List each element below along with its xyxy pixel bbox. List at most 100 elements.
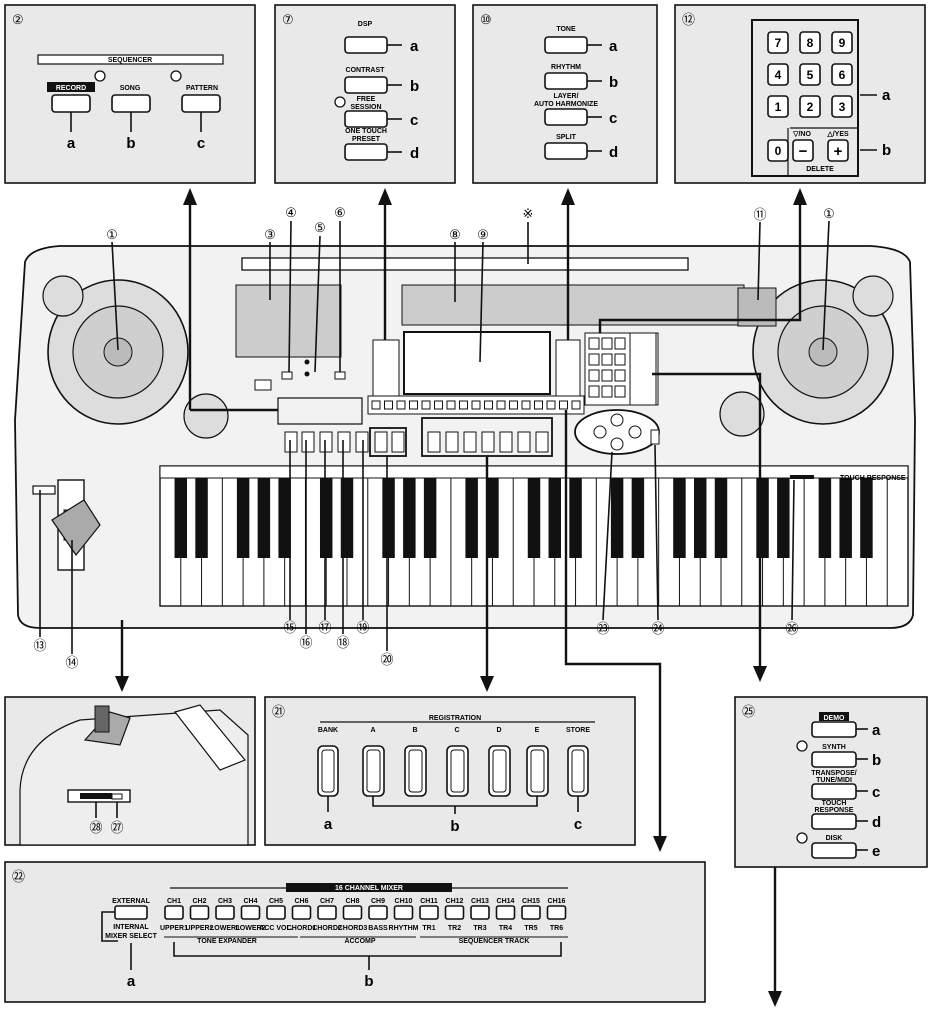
mixer-channel-button[interactable]	[342, 905, 363, 920]
black-key	[278, 478, 291, 558]
body-keypad-key	[614, 337, 626, 350]
mixer-channel-button[interactable]	[317, 905, 337, 920]
registration-label-b: b	[450, 818, 459, 835]
body-lower-button	[391, 431, 405, 453]
sequencer-area	[235, 284, 342, 358]
registration-button-b[interactable]	[404, 745, 427, 797]
body-keypad-key	[588, 337, 600, 350]
keypad-key-1[interactable]	[767, 95, 789, 118]
rhythm-button[interactable]	[544, 72, 588, 90]
keypad-label-b: b	[882, 142, 891, 159]
registration-button-d[interactable]	[488, 745, 511, 797]
transpose-tune-midi-button[interactable]	[811, 783, 857, 800]
keypad-key-3[interactable]	[831, 95, 853, 118]
dsp-button[interactable]	[344, 36, 388, 54]
registration-label-c: c	[574, 816, 582, 833]
mixer-part-label: TR6	[550, 925, 563, 932]
mixer-channel-button[interactable]	[215, 905, 235, 920]
song-button[interactable]	[111, 94, 151, 113]
mixer-channel-button[interactable]	[368, 905, 388, 920]
disk-button[interactable]	[811, 842, 857, 859]
mixer-channel-button[interactable]	[164, 905, 184, 920]
free-session-button[interactable]	[344, 110, 388, 128]
mixer-channel-button[interactable]	[189, 905, 210, 920]
keypad-key-2[interactable]	[799, 95, 821, 118]
keypad-key-7[interactable]	[767, 31, 789, 54]
transpose-label-1: TRANSPOSE/	[811, 770, 857, 777]
registration-button-a[interactable]	[362, 745, 385, 797]
touch-label-2: RESPONSE	[815, 807, 854, 814]
mixer-select-button[interactable]	[114, 905, 148, 920]
layer-auto-harmonize-button[interactable]	[544, 108, 588, 126]
sequencer-label-c: c	[197, 135, 205, 152]
mixer-part-label: CHORD3	[338, 925, 368, 932]
synth-label-a: a	[872, 722, 881, 739]
marker-4: ④	[285, 205, 297, 220]
body-mixer-button	[384, 400, 393, 410]
mixer-title: 16 CHANNEL MIXER	[335, 885, 403, 892]
mixer-channel-button[interactable]	[266, 905, 286, 920]
mixer-channel-button[interactable]	[521, 905, 541, 920]
body-lower-button	[284, 431, 298, 453]
body-keypad-key	[601, 369, 613, 382]
keypad-key-4[interactable]	[767, 63, 789, 86]
one-touch-preset-button[interactable]	[344, 143, 388, 161]
minus-button[interactable]	[792, 139, 814, 162]
keypad-key-6[interactable]	[831, 63, 853, 86]
modulation-button[interactable]	[32, 485, 56, 495]
store-button[interactable]	[567, 745, 589, 797]
mixer-label-b: b	[364, 973, 373, 990]
demo-button[interactable]	[811, 721, 857, 738]
keypad-key-9[interactable]	[831, 31, 853, 54]
body-lower-button	[301, 431, 315, 453]
mixer-channel-button[interactable]	[240, 905, 261, 920]
body-lower-button	[337, 431, 351, 453]
registration-button-c[interactable]	[446, 745, 469, 797]
pattern-button[interactable]	[181, 94, 221, 113]
marker-26: ㉖	[785, 621, 798, 636]
marker-21: ㉑	[272, 704, 285, 719]
music-stand-slot	[241, 257, 689, 271]
mixer-channel-button[interactable]	[419, 905, 439, 920]
mixer-channel-button[interactable]	[393, 905, 414, 920]
dsp-label-d: d	[410, 145, 419, 162]
black-key	[195, 478, 208, 558]
eject-button[interactable]	[111, 793, 123, 800]
registration-button-e[interactable]	[526, 745, 549, 797]
keypad-key-label: 0	[775, 144, 782, 158]
black-key	[714, 478, 728, 558]
body-lower-button	[427, 431, 441, 453]
mixer-channel-button[interactable]	[495, 905, 516, 920]
record-button[interactable]	[51, 94, 91, 113]
mixer-channel-button[interactable]	[444, 905, 465, 920]
synth-led	[796, 740, 808, 752]
mixer-channel-button[interactable]	[470, 905, 490, 920]
bank-button[interactable]	[317, 745, 339, 797]
yes-label: △/YES	[826, 131, 849, 138]
sequencer-label-b: b	[126, 135, 135, 152]
marker-23: ㉓	[596, 621, 609, 636]
keypad-key-5[interactable]	[799, 63, 821, 86]
synth-button[interactable]	[811, 751, 857, 768]
contrast-button[interactable]	[344, 76, 388, 94]
tone-button[interactable]	[544, 36, 588, 54]
split-button[interactable]	[544, 142, 588, 160]
keypad-key-8[interactable]	[799, 31, 821, 54]
marker-15: ⑮	[283, 620, 296, 635]
body-lower-button	[355, 431, 369, 453]
touch-response-button[interactable]	[811, 813, 857, 830]
cursor-pad[interactable]	[574, 409, 660, 455]
mixer-channel-button[interactable]	[546, 905, 567, 920]
body-lower-button	[481, 431, 495, 453]
mixer-channel-button[interactable]	[291, 905, 312, 920]
split-label: SPLIT	[556, 134, 577, 141]
plus-button[interactable]	[827, 139, 849, 162]
dsp-label-c: c	[410, 112, 418, 129]
body-mixer-button	[509, 400, 518, 410]
synth-label-b: b	[872, 752, 881, 769]
black-key	[693, 478, 707, 558]
keypad-key-label: 2	[807, 100, 814, 114]
body-mixer-button	[534, 400, 543, 410]
disk-led	[796, 832, 808, 844]
